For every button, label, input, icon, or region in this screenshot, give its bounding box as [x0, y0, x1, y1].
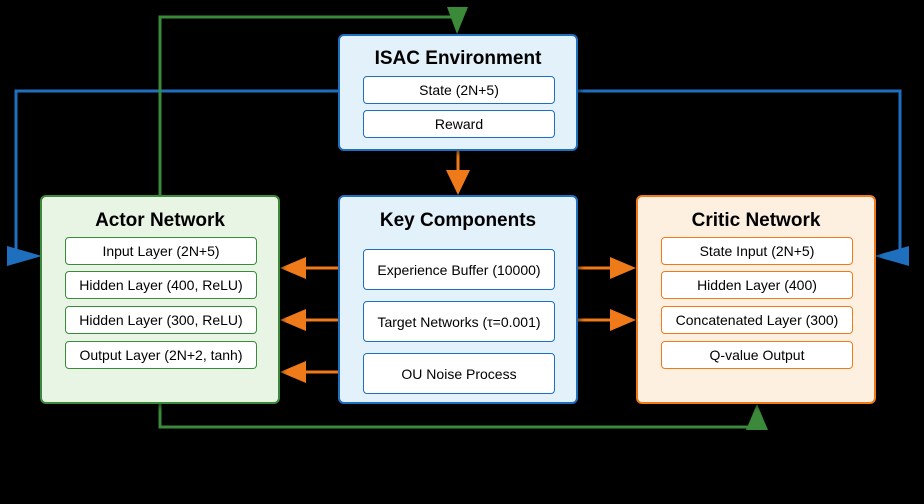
- actor-to-critic-connector: [158, 404, 757, 429]
- isac-environment-title: ISAC Environment: [374, 48, 542, 69]
- actor-network-panel: Actor Network Input Layer (2N+5) Hidden …: [40, 195, 280, 404]
- critic-layer-item: Q-value Output: [661, 341, 853, 369]
- buffer-to-actor-arrowhead: [280, 257, 306, 279]
- actor-layer-item: Hidden Layer (400, ReLU): [65, 271, 257, 299]
- actor-layer-item: Input Layer (2N+5): [65, 237, 257, 265]
- buffer-to-critic-arrowhead: [610, 257, 636, 279]
- key-components-title: Key Components: [379, 210, 537, 231]
- actor-to-environment-connector: [158, 15, 457, 195]
- state-to-actor-connector: [14, 89, 338, 252]
- critic-network-panel: Critic Network State Input (2N+5) Hidden…: [636, 195, 876, 404]
- state-item: State (2N+5): [363, 76, 555, 104]
- ou-noise-process-item: OU Noise Process: [363, 353, 555, 394]
- actor-to-critic-arrowhead: [746, 404, 768, 430]
- reward-item: Reward: [363, 110, 555, 138]
- actor-layer-item: Output Layer (2N+2, tanh): [65, 341, 257, 369]
- actor-to-environment-arrowhead: [447, 7, 468, 34]
- key-components-panel: Key Components Experience Buffer (10000)…: [338, 195, 578, 404]
- isac-environment-panel: ISAC Environment State (2N+5) Reward: [338, 34, 578, 151]
- target-networks-item: Target Networks (τ=0.001): [363, 301, 555, 342]
- actor-network-title: Actor Network: [95, 210, 225, 231]
- experience-buffer-item: Experience Buffer (10000): [363, 249, 555, 290]
- state-to-actor-arrowhead: [7, 246, 42, 266]
- critic-layer-item: Concatenated Layer (300): [661, 306, 853, 334]
- state-to-critic-connector: [578, 89, 902, 252]
- environment-to-key-components-arrowhead: [446, 170, 470, 195]
- target-to-actor-arrowhead: [280, 309, 306, 331]
- critic-network-title: Critic Network: [691, 210, 821, 231]
- noise-to-actor-arrowhead: [280, 361, 306, 383]
- target-to-critic-arrowhead: [610, 309, 636, 331]
- actor-layer-item: Hidden Layer (300, ReLU): [65, 306, 257, 334]
- critic-layer-item: State Input (2N+5): [661, 237, 853, 265]
- state-to-critic-arrowhead: [874, 246, 909, 266]
- critic-layer-item: Hidden Layer (400): [661, 271, 853, 299]
